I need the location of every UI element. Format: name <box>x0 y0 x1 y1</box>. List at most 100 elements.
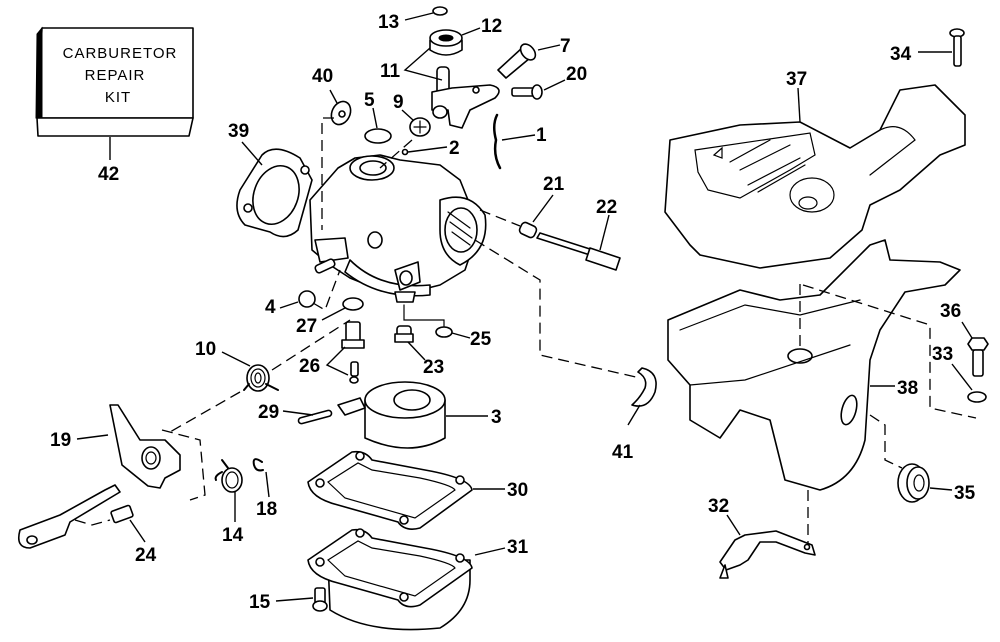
assembly-line-10b <box>169 391 241 433</box>
part-13-washer[interactable] <box>432 6 448 16</box>
part-36-bolt[interactable] <box>967 337 989 377</box>
part-40-nut[interactable] <box>328 98 354 127</box>
callout-15[interactable]: 15 <box>249 592 271 613</box>
leader-37 <box>797 87 801 123</box>
part-39-gasket[interactable] <box>236 148 313 238</box>
leader-9 <box>401 109 414 121</box>
callout-27[interactable]: 27 <box>296 316 317 337</box>
part-19-lever[interactable] <box>109 404 181 489</box>
callout-13[interactable]: 13 <box>378 12 399 33</box>
carburetor-body[interactable] <box>309 154 487 303</box>
part-2-ball[interactable] <box>401 148 409 156</box>
part-7-bolt[interactable] <box>497 41 538 79</box>
part-10-spring[interactable] <box>243 364 279 392</box>
part-23-jet[interactable] <box>394 325 414 343</box>
part-38-base[interactable] <box>667 239 961 491</box>
callout-36[interactable]: 36 <box>940 301 961 322</box>
leader-41 <box>627 404 641 426</box>
callout-32[interactable]: 32 <box>708 496 729 517</box>
callout-42[interactable]: 42 <box>98 164 119 185</box>
leader-13 <box>404 12 434 21</box>
callout-5[interactable]: 5 <box>364 90 375 111</box>
part-11-shaft[interactable] <box>431 66 500 129</box>
callout-19[interactable]: 19 <box>50 430 71 451</box>
callout-39[interactable]: 39 <box>228 121 249 142</box>
leader-25 <box>451 332 471 339</box>
leader-23 <box>407 341 426 361</box>
part-18-clip[interactable] <box>252 458 264 472</box>
part-3-float[interactable] <box>337 381 446 449</box>
part-27-washer[interactable] <box>342 297 364 311</box>
part-41-clip[interactable] <box>631 367 657 407</box>
part-5-plug[interactable] <box>364 128 392 144</box>
callout-3[interactable]: 3 <box>491 407 502 428</box>
part-20-screw[interactable] <box>511 84 543 100</box>
callout-10[interactable]: 10 <box>195 339 216 360</box>
part-14-spring[interactable] <box>214 459 243 493</box>
part-29-pin[interactable] <box>297 409 333 425</box>
callout-41[interactable]: 41 <box>612 442 634 463</box>
callout-31[interactable]: 31 <box>507 537 529 558</box>
assembly-line-19 <box>161 429 206 501</box>
part-37-silencer-cover[interactable] <box>664 84 966 269</box>
callout-25[interactable]: 25 <box>470 329 492 350</box>
part-25-plug[interactable] <box>435 326 453 338</box>
repair-kit-line-3: KIT <box>105 89 131 106</box>
callout-21[interactable]: 21 <box>543 174 565 195</box>
leader-15 <box>275 597 314 602</box>
assembly-line-22 <box>474 239 641 379</box>
callout-26[interactable]: 26 <box>299 356 320 377</box>
leader-7 <box>537 44 561 51</box>
part-15-screw[interactable] <box>312 587 328 612</box>
choke-shaft[interactable] <box>17 484 121 549</box>
assembly-line-4 <box>312 269 341 311</box>
callout-29[interactable]: 29 <box>258 402 279 423</box>
callout-34[interactable]: 34 <box>890 44 912 65</box>
part-1-link[interactable] <box>493 113 502 170</box>
leader-11 <box>403 47 443 81</box>
assembly-line-24 <box>74 519 111 526</box>
callout-35[interactable]: 35 <box>954 483 976 504</box>
callout-30[interactable]: 30 <box>507 480 528 501</box>
callout-9[interactable]: 9 <box>393 92 404 113</box>
callout-24[interactable]: 24 <box>135 545 157 566</box>
part-31-bowl[interactable] <box>307 528 473 631</box>
callout-20[interactable]: 20 <box>566 64 587 85</box>
part-30-gasket[interactable] <box>307 450 473 530</box>
leader-35 <box>929 487 953 491</box>
part-35-grommet[interactable] <box>897 463 930 503</box>
part-4-ball[interactable] <box>298 290 316 308</box>
callout-14[interactable]: 14 <box>222 525 244 546</box>
leader-24 <box>129 519 146 543</box>
callout-11[interactable]: 11 <box>380 61 401 82</box>
callout-40[interactable]: 40 <box>312 66 333 87</box>
leader-27 <box>321 307 346 321</box>
part-26-valve[interactable] <box>341 321 365 384</box>
part-22-needle[interactable] <box>536 232 621 271</box>
repair-kit-box[interactable]: CARBURETOR REPAIR KIT <box>35 26 194 137</box>
leader-32 <box>726 514 741 536</box>
callout-12[interactable]: 12 <box>481 16 502 37</box>
part-32-bracket[interactable] <box>719 530 816 579</box>
part-34-screw[interactable] <box>949 28 965 67</box>
callout-18[interactable]: 18 <box>256 499 277 520</box>
part-33-washer[interactable] <box>967 391 987 403</box>
callout-22[interactable]: 22 <box>596 197 617 218</box>
callout-4[interactable]: 4 <box>265 297 276 318</box>
part-21-fitting[interactable] <box>518 221 538 239</box>
callout-37[interactable]: 37 <box>786 69 807 90</box>
callout-7[interactable]: 7 <box>560 36 571 57</box>
repair-kit-line-1: CARBURETOR <box>63 45 178 62</box>
callout-2[interactable]: 2 <box>449 138 460 159</box>
callout-1[interactable]: 1 <box>536 125 547 146</box>
callout-38[interactable]: 38 <box>897 378 918 399</box>
part-24-clip[interactable] <box>110 504 134 524</box>
leader-21 <box>532 194 554 223</box>
callout-33[interactable]: 33 <box>932 344 953 365</box>
part-9-screw[interactable] <box>409 117 431 137</box>
part-12-cap[interactable] <box>429 29 463 56</box>
leader-4 <box>279 301 299 309</box>
callout-23[interactable]: 23 <box>423 357 444 378</box>
leader-40 <box>329 89 338 104</box>
